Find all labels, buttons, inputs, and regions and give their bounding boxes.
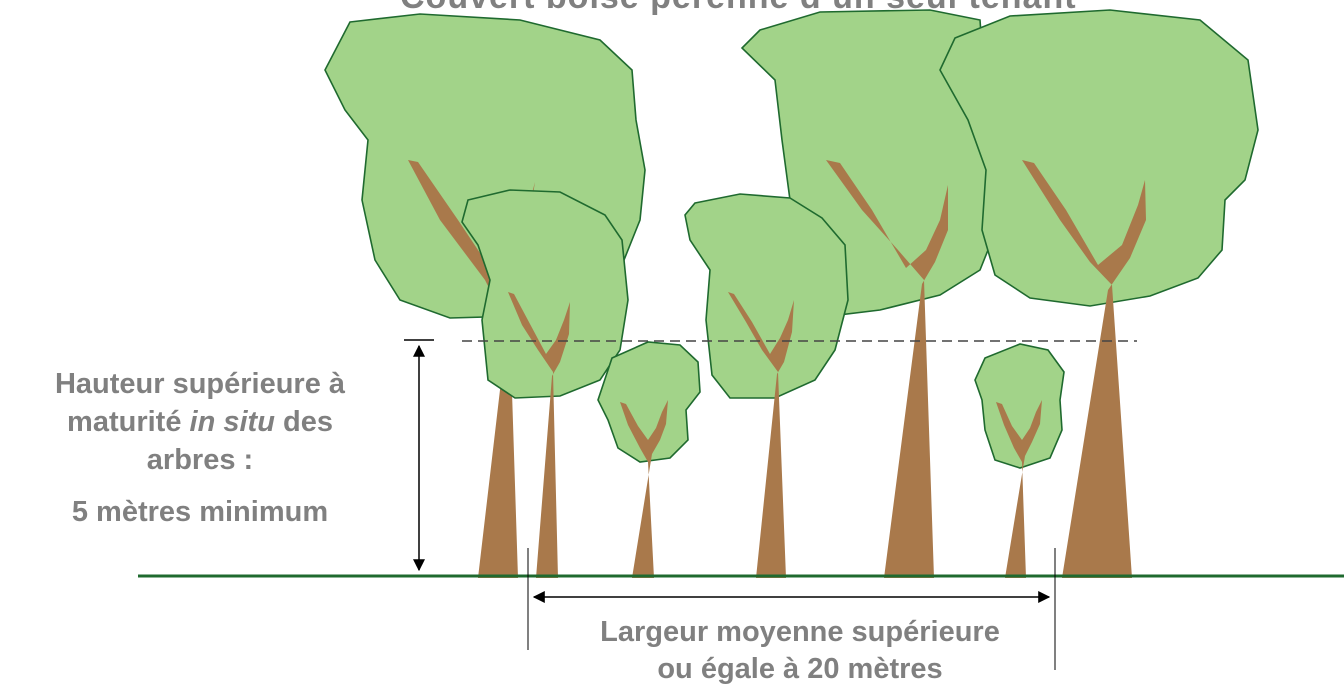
medium-tree-center (685, 194, 848, 578)
width-label-line2: ou égale à 20 mètres (520, 651, 1080, 688)
width-label-line1: Largeur moyenne supérieure (520, 614, 1080, 651)
height-label-line2-suffix: des (275, 406, 333, 438)
height-label-line2: maturité in situ des (0, 404, 400, 440)
medium-tree-center-canopy (685, 194, 848, 398)
tall-tree-right (940, 10, 1258, 578)
medium-tree-left-canopy (462, 190, 628, 398)
width-label: Largeur moyenne supérieure ou égale à 20… (520, 614, 1080, 688)
height-label-line2-prefix: maturité (67, 406, 189, 438)
tall-tree-right-canopy (940, 10, 1258, 306)
height-minimum-label: 5 mètres minimum (0, 494, 400, 530)
height-label-in-situ: in situ (190, 406, 275, 438)
small-tree-right (975, 344, 1064, 578)
small-tree-left (598, 342, 700, 578)
height-label: Hauteur supérieure à maturité in situ de… (0, 366, 400, 530)
height-label-line3: arbres : (0, 442, 400, 478)
height-label-line1: Hauteur supérieure à (0, 366, 400, 402)
